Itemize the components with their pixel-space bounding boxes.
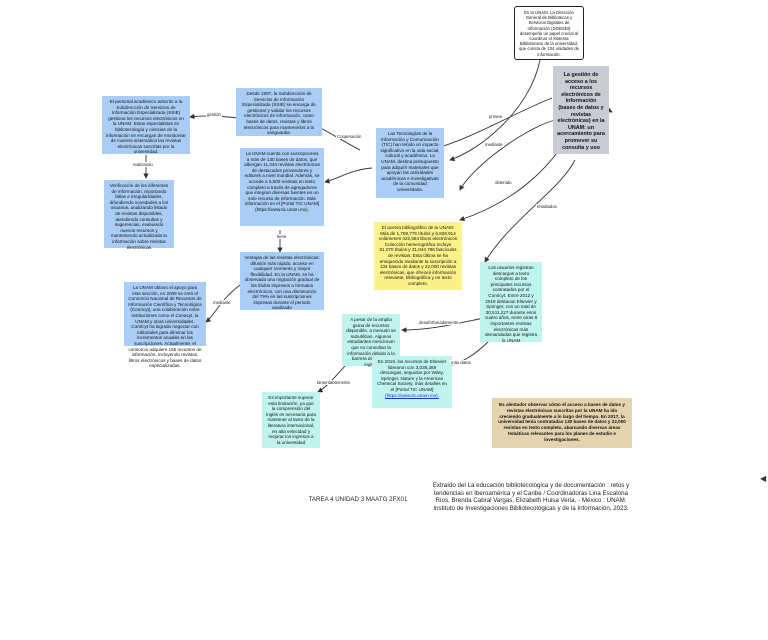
edge-label-obtenido: obtenido — [494, 180, 513, 185]
superar-box: Es importante superar esta limitación, y… — [262, 392, 320, 448]
edge-label-resultados: resultados — [536, 204, 558, 209]
alentador-box: Es alentador observar cómo el acceso a b… — [492, 398, 632, 448]
task-footer: TAREA 4 UNIDAD 3 MAATG 2FX01 — [308, 496, 408, 503]
tic-link[interactable]: (https://www.tic.unam.mx). — [385, 392, 439, 398]
edge-label-lamentablemente: lamentablemente — [316, 380, 351, 385]
conricyt-box: La UNAM obtuvo el apoyo para esta secció… — [124, 282, 206, 368]
edge-label-desafortunadamente: desafortunadamente — [418, 320, 460, 325]
edge-label-gestion: gestión — [206, 112, 222, 117]
edge-label-mas-datos: más datos — [450, 360, 472, 365]
edge-label-realizando: realizando — [132, 162, 154, 167]
unam-dgbsdi-box: En la UNAM, La Dirección General de Bibl… — [514, 6, 584, 60]
source-citation: Extraído del La educación bibliotecológi… — [432, 482, 630, 512]
edge-label-cooperacion: Cooperación — [336, 134, 363, 139]
edge-label-tiene: tiene — [276, 234, 288, 239]
arrow-left-icon: ◀ — [760, 474, 767, 483]
usuarios-descargas-box: Los usuarios registran descargas a texto… — [480, 262, 542, 343]
subdireccion-box: Desde 1997, la Subdirección de Servicios… — [236, 88, 322, 136]
elsevier-text: En 2019, los recursos de Elsevier lidera… — [377, 359, 447, 392]
central-topic-box: La gestión de acceso a los recursos elec… — [553, 66, 609, 154]
ventajas-box: Ventajas de las revistas electrónicas: d… — [240, 252, 324, 310]
tic-box: Las Tecnologías de la Información y Comu… — [376, 128, 444, 198]
personal-academico-box: El personal académico adscrito a la Subd… — [102, 96, 190, 154]
edge-label-provee: provee — [488, 114, 504, 119]
acervo-box: El acervo bibliográfico de la UNAM: Más … — [374, 222, 462, 290]
edge-label-mediante2: mediante — [484, 142, 504, 147]
elsevier-box: En 2019, los recursos de Elsevier lidera… — [372, 356, 452, 408]
verificacion-box: Verificación de los diferentes de inform… — [104, 180, 174, 250]
unam-cuenta-box: La UNAM cuenta con suscripciones a más d… — [240, 148, 324, 226]
edge-label-mediante: mediante — [212, 300, 232, 305]
